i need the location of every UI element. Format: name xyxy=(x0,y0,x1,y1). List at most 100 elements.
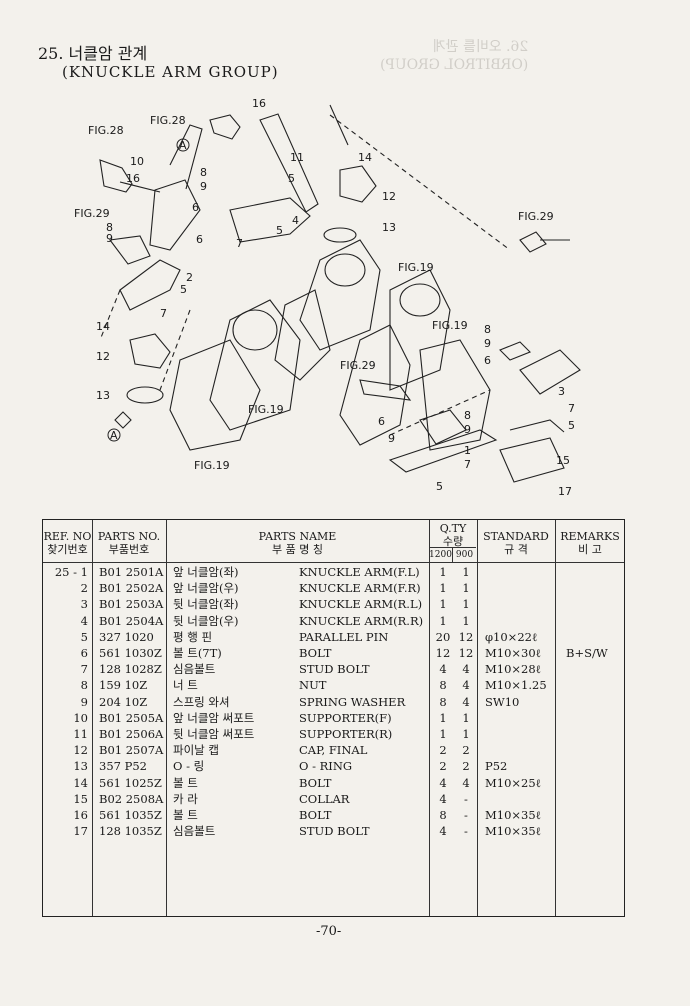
diagram-label: FIG.19 xyxy=(194,459,230,472)
cell-q2: 1 xyxy=(462,727,470,741)
cell-ref: 10 xyxy=(73,710,88,725)
diagram-label: 8 xyxy=(484,323,491,336)
header-parts-no: PARTS NO.부품번호 xyxy=(97,530,161,556)
diagram-label: FIG.29 xyxy=(340,359,376,372)
diagram-label: 13 xyxy=(382,221,396,234)
diagram-label: 13 xyxy=(96,389,110,402)
cell-q2: 12 xyxy=(458,629,474,644)
cell-q1: 1 xyxy=(439,613,447,628)
cell-std: SW10 xyxy=(485,694,520,709)
cell-q1: 2 xyxy=(439,743,447,758)
diagram-label: 10 xyxy=(130,155,144,168)
cell-no: B01 2502A xyxy=(99,581,164,596)
diagram-label: 7 xyxy=(160,307,167,320)
cell-en: SUPPORTER(R) xyxy=(299,727,393,741)
cell-en: BOLT xyxy=(299,808,332,822)
page-subtitle: (KNUCKLE ARM GROUP) xyxy=(62,63,279,81)
cell-std: M10×28ℓ xyxy=(485,662,542,677)
cell-q2: 4 xyxy=(462,775,470,790)
exploded-parts-diagram: 16 FIG.28 FIG.28 10 16 11 14 8 9 5 12 6 … xyxy=(74,97,581,498)
page-number: -70- xyxy=(316,924,342,939)
diagram-label: 4 xyxy=(292,214,299,227)
cell-en: BOLT xyxy=(299,775,332,790)
cell-ref: 12 xyxy=(73,743,88,758)
cell-ref: 2 xyxy=(80,581,88,596)
cell-kr: 앞 너클암(우) xyxy=(173,581,239,596)
cell-ref: 3 xyxy=(80,597,88,612)
diagram-label: FIG.19 xyxy=(248,403,284,416)
cell-q1: 8 xyxy=(439,808,447,822)
cell-ref: 17 xyxy=(73,824,88,839)
cell-ref: 13 xyxy=(73,759,88,774)
cell-q2: 4 xyxy=(462,678,470,693)
diagram-label: 8 xyxy=(464,409,471,422)
circle-a-marker-label: A xyxy=(110,429,118,442)
bleed-through-text: 26. 오비틀 관계 (ORBITROL GROUP) xyxy=(380,38,528,74)
cell-kr: 앞 너클암(좌) xyxy=(173,565,239,579)
diagram-label: FIG.19 xyxy=(398,261,434,274)
diagram-label: 8 xyxy=(200,166,207,179)
cell-kr: 평 행 핀 xyxy=(173,629,213,644)
cell-kr: 뒷 너클암(좌) xyxy=(173,597,239,612)
diagram-label: 9 xyxy=(464,423,471,436)
header-qty-1200: 1200 xyxy=(429,550,452,560)
diagram-label: 14 xyxy=(358,151,372,164)
diagram-label: FIG.29 xyxy=(74,207,110,220)
cell-std: M10×1.25 xyxy=(485,678,547,693)
cell-std: φ10×22ℓ xyxy=(485,629,538,644)
cell-q1: 8 xyxy=(439,694,447,709)
diagram-label: 6 xyxy=(192,201,199,214)
cell-q2: 2 xyxy=(462,759,470,774)
cell-en: STUD BOLT xyxy=(299,662,370,677)
cell-kr: 파이날 캡 xyxy=(173,743,219,758)
cell-no: 327 1020 xyxy=(99,629,154,644)
diagram-label: FIG.19 xyxy=(432,319,468,332)
cell-q2: 12 xyxy=(458,646,474,660)
diagram-label: 6 xyxy=(484,354,491,367)
cell-ref: 9 xyxy=(80,694,88,709)
diagram-label: 16 xyxy=(252,97,266,110)
diagram-label: 2 xyxy=(186,271,193,284)
cell-en: KNUCKLE ARM(F.L) xyxy=(299,565,420,579)
header-qty-900: 900 xyxy=(455,550,474,560)
cell-no: B01 2504A xyxy=(99,613,164,628)
diagram-label: 5 xyxy=(288,172,295,185)
cell-q1: 1 xyxy=(439,727,447,741)
diagram-label: 6 xyxy=(378,415,385,428)
diagram-label: 5 xyxy=(568,419,575,432)
circle-a-marker-top: A xyxy=(176,138,190,152)
cell-en: SPRING WASHER xyxy=(299,694,406,709)
diagram-label: 15 xyxy=(556,454,570,467)
cell-std: M10×35ℓ xyxy=(485,808,542,822)
cell-q1: 4 xyxy=(439,824,447,839)
cell-q1: 4 xyxy=(439,791,447,806)
diagram-label: 7 xyxy=(236,237,243,250)
cell-en: COLLAR xyxy=(299,791,350,806)
cell-ref: 7 xyxy=(80,662,88,677)
cell-kr: 볼 트 xyxy=(173,775,198,790)
diagram-label: 1 xyxy=(464,444,471,457)
cell-kr: 볼 트(7T) xyxy=(173,646,222,660)
cell-no: B02 2508A xyxy=(99,791,164,806)
cell-kr: 너 트 xyxy=(173,678,198,693)
cell-en: KNUCKLE ARM(R.R) xyxy=(299,613,424,628)
diagram-label: 17 xyxy=(558,485,572,498)
cell-q1: 4 xyxy=(439,662,447,677)
cell-en: KNUCKLE ARM(R.L) xyxy=(299,597,423,612)
cell-no: 128 1028Z xyxy=(99,662,162,677)
diagram-label: FIG.28 xyxy=(150,114,186,127)
cell-q2: 4 xyxy=(462,662,470,677)
cell-q1: 20 xyxy=(435,629,451,644)
diagram-label: 9 xyxy=(106,232,113,245)
diagram-label: 9 xyxy=(200,180,207,193)
diagram-label: 12 xyxy=(96,350,110,363)
cell-ref: 15 xyxy=(73,791,88,806)
